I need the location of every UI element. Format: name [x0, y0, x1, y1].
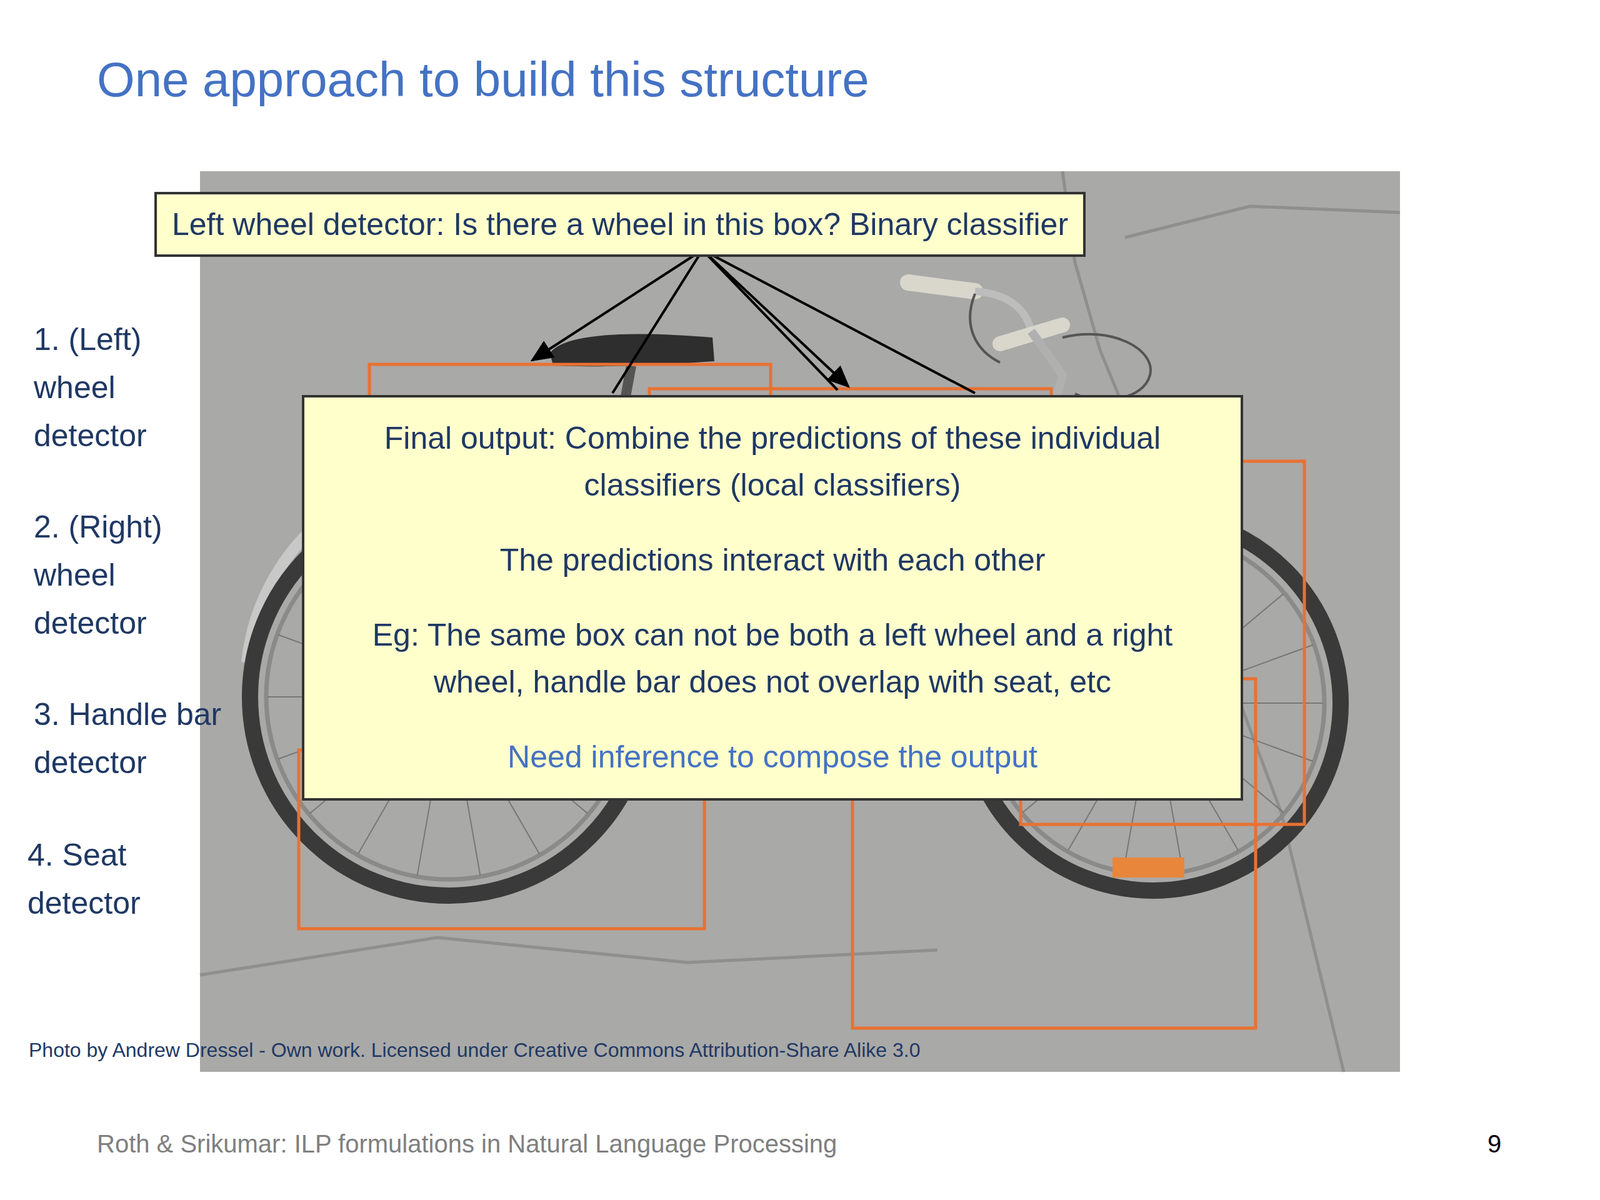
- summary-box: Final output: Combine the predictions of…: [301, 395, 1244, 801]
- node-text: Left wheel detector: Is there a wheel in…: [171, 205, 1069, 244]
- detector-label: 1. (Left) wheel detector: [33, 315, 198, 460]
- photo-credit: Photo by Andrew Dressel - Own work. Lice…: [28, 1038, 920, 1062]
- pavement-cracks: [200, 171, 1400, 1072]
- photo-ground: [200, 171, 1400, 1072]
- callout-box: Left wheel detector: Is there a wheel in…: [154, 191, 1086, 257]
- page-number: 9: [1487, 1130, 1502, 1159]
- node-text: Need inference to compose the output: [323, 733, 1222, 781]
- detection-boxes: [298, 364, 1305, 1029]
- node-text: Final output: Combine the predictions of…: [323, 415, 1222, 509]
- node-text: The predictions interact with each other: [323, 536, 1222, 584]
- detector-label: 4. Seat detector: [27, 831, 192, 928]
- slide-title: One approach to build this structure: [96, 51, 870, 109]
- detector-label: 3. Handle bar detector: [33, 690, 250, 787]
- node-text: Eg: The same box can not be both a left …: [323, 611, 1222, 706]
- footer-text: Roth & Srikumar: ILP formulations in Nat…: [96, 1130, 837, 1159]
- bicycle-parts: [550, 282, 1151, 400]
- leader-lines: [532, 250, 975, 394]
- detector-label: 2. (Right) wheel detector: [33, 503, 198, 648]
